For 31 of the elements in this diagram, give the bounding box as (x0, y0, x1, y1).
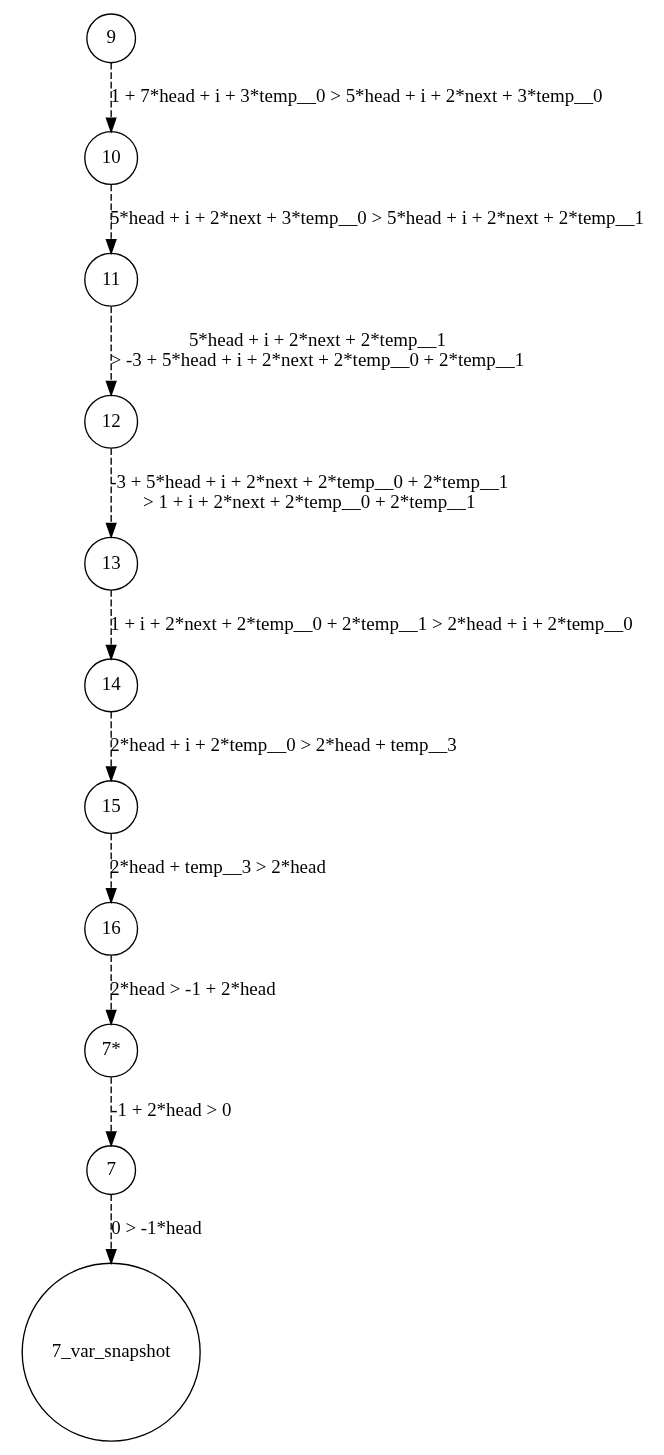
arrow (105, 305, 117, 398)
arrow (105, 62, 117, 134)
arrow (105, 1076, 117, 1148)
node-circle: 7_var_snapshot (21, 1262, 201, 1442)
edge-label: -3 + 5*head + i + 2*next + 2*temp__0 + 2*temp__1 > 1 + i + 2*next + 2*temp__0 + 2*temp__1 (109, 470, 508, 512)
node-circle: 10 (83, 131, 138, 186)
node-circle: 14 (83, 658, 138, 713)
node-circle: 7 (85, 1145, 136, 1196)
edge-label: 2*head > -1 + 2*head (109, 977, 276, 999)
node-circle: 13 (83, 536, 138, 591)
node-circle: 9 (85, 13, 136, 64)
arrow (105, 589, 117, 661)
edge-label: 2*head + i + 2*temp__0 > 2*head + temp__3 (109, 734, 457, 756)
edge-label: 0 > -1*head (110, 1216, 202, 1238)
arrow (105, 833, 117, 905)
edge-label: 2*head + temp__3 > 2*head (109, 855, 326, 877)
arrow (105, 447, 117, 539)
edge-label: 1 + 7*head + i + 3*temp__0 > 5*head + i + 2*next + 3*temp__0 (110, 85, 603, 107)
edge-label: 5*head + i + 2*next + 3*temp__0 > 5*head + i + 2*next + 2*temp__1 (109, 206, 644, 228)
arrow (105, 711, 117, 783)
node-circle: 12 (83, 394, 138, 449)
arrow (105, 1193, 117, 1266)
node-circle: 16 (83, 901, 138, 956)
node-circle: 7* (83, 1023, 138, 1078)
node-circle: 15 (83, 780, 138, 835)
arrow (105, 954, 117, 1026)
edge-label: 5*head + i + 2*next + 2*temp__1 > -3 + 5*head + i + 2*next + 2*temp__0 + 2*temp__1 (110, 328, 524, 370)
node-circle: 11 (83, 252, 138, 307)
arrow (105, 183, 117, 256)
edge-label: -1 + 2*head > 0 (110, 1099, 231, 1121)
edge-label: 1 + i + 2*next + 2*temp__0 + 2*temp__1 > 2*head + i + 2*temp__0 (109, 612, 633, 634)
